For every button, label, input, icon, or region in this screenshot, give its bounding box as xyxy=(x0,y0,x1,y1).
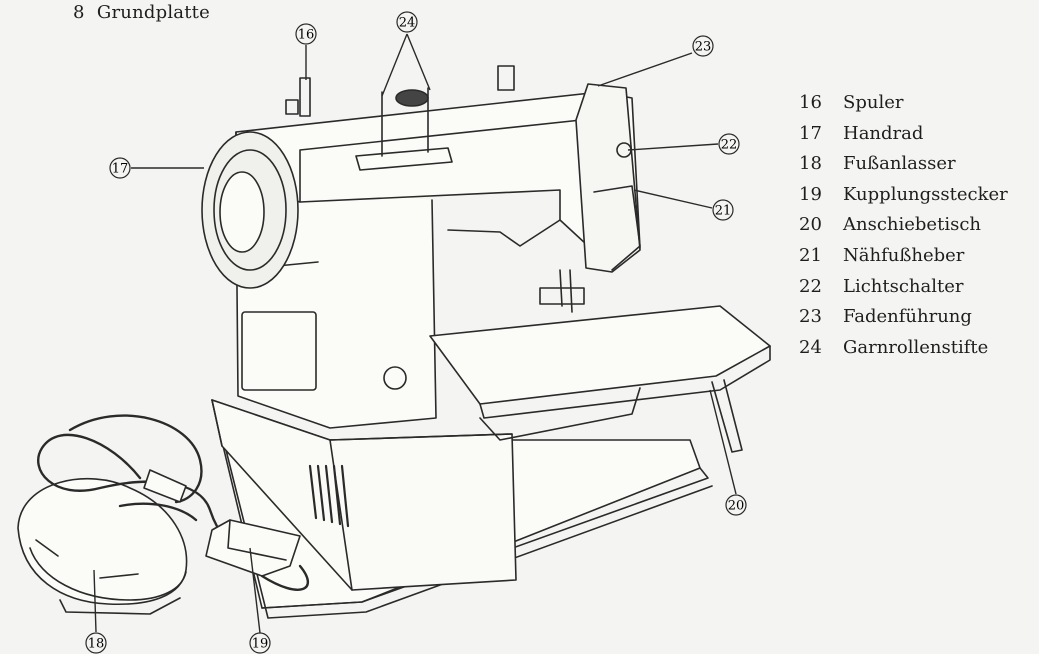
callout-23: 23 xyxy=(692,35,714,57)
extension-table xyxy=(429,305,771,453)
svg-text:18: 18 xyxy=(88,637,105,652)
handwheel xyxy=(201,131,299,289)
callout-24: 24 xyxy=(396,11,418,33)
bobbin-winder xyxy=(285,77,311,117)
machine-head xyxy=(575,83,641,273)
svg-text:23: 23 xyxy=(695,40,712,55)
foot-controller xyxy=(17,477,188,615)
callout-16: 16 xyxy=(295,23,317,45)
svg-text:19: 19 xyxy=(252,637,269,652)
svg-text:17: 17 xyxy=(112,162,129,177)
svg-text:20: 20 xyxy=(728,499,745,514)
callout-19: 19 xyxy=(249,632,271,654)
spool-pins xyxy=(355,87,453,171)
coupling-plug xyxy=(205,519,301,577)
header-item-number: 8 xyxy=(73,2,85,23)
callout-17: 17 xyxy=(109,157,131,179)
callout-18: 18 xyxy=(85,632,107,654)
header-item-label: Grundplatte xyxy=(96,2,210,23)
thread-guide-top xyxy=(497,65,515,91)
callout-20: 20 xyxy=(725,494,747,516)
callout-22: 22 xyxy=(718,133,740,155)
svg-text:16: 16 xyxy=(298,28,315,43)
header-item: 8 Grundplatte xyxy=(73,2,210,23)
machine-bed xyxy=(211,399,517,591)
svg-text:24: 24 xyxy=(399,16,416,31)
svg-text:21: 21 xyxy=(715,204,732,219)
callout-21: 21 xyxy=(712,199,734,221)
svg-text:22: 22 xyxy=(721,138,738,153)
